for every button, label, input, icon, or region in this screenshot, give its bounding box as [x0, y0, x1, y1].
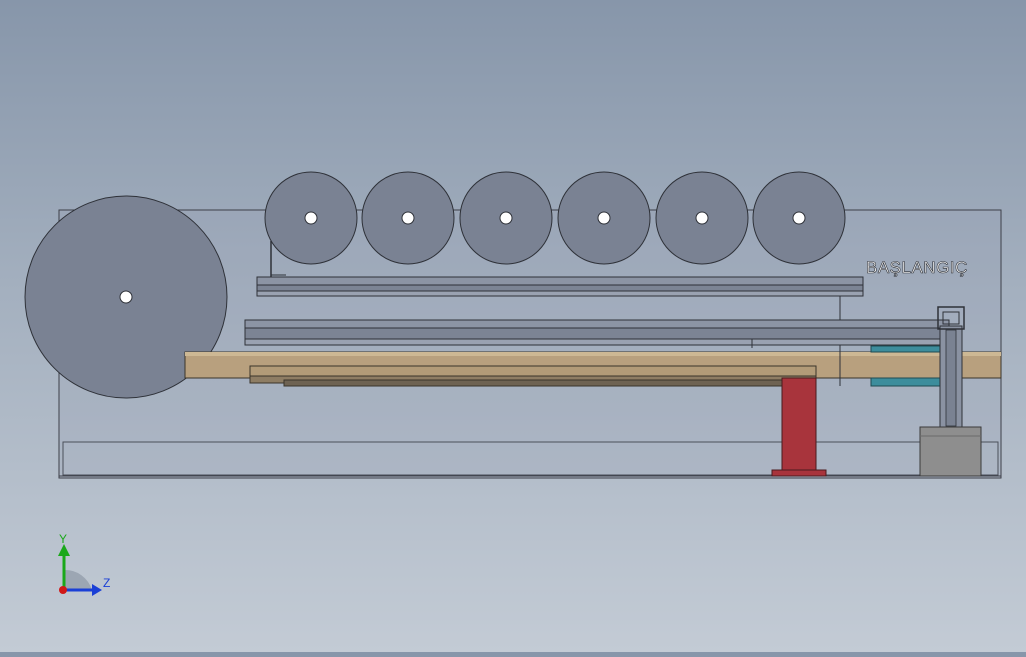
spool-1[interactable] — [264, 171, 358, 265]
part-label: BAŞLANGIÇ — [866, 258, 968, 277]
motor-stand[interactable] — [937, 306, 965, 429]
y-axis-label: Y — [59, 532, 67, 546]
large-spool[interactable] — [24, 195, 228, 399]
spool-4[interactable] — [557, 171, 651, 265]
motor-block[interactable] — [919, 426, 982, 477]
z-axis-label: Z — [103, 576, 110, 590]
spool-6[interactable] — [752, 171, 846, 265]
carriage-plates[interactable] — [249, 365, 817, 387]
support-column[interactable] — [771, 377, 827, 477]
spool-3[interactable] — [459, 171, 553, 265]
upper-guide-rail[interactable] — [256, 241, 864, 386]
lower-guide-rail[interactable] — [244, 319, 950, 348]
spool-2[interactable] — [361, 171, 455, 265]
axis-triad-icon: Y Z — [58, 532, 110, 596]
spool-5[interactable] — [655, 171, 749, 265]
